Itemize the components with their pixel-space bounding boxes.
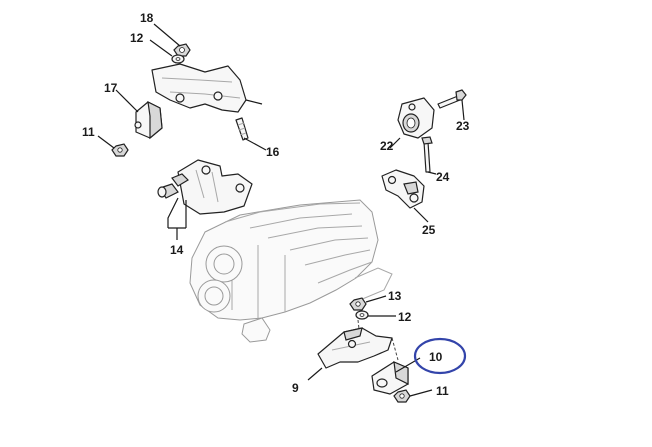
callout-11-bottom: 11	[436, 384, 449, 398]
washer-12-bottom	[355, 310, 369, 320]
callout-16: 16	[266, 145, 280, 159]
callout-9: 9	[292, 381, 299, 395]
callout-11-top: 11	[82, 125, 95, 139]
stud-16	[235, 117, 249, 141]
nut-18	[173, 43, 191, 57]
engine-block-outline	[189, 199, 393, 343]
rubber-mount-17	[134, 100, 163, 140]
callout-12-top: 12	[130, 31, 144, 45]
callout-18: 18	[140, 11, 154, 25]
nut-11-bottom	[393, 389, 411, 403]
bolt-24	[421, 136, 433, 173]
callout-24: 24	[436, 170, 450, 184]
callout-22: 22	[380, 139, 394, 153]
callout-12-bottom: 12	[398, 310, 412, 324]
highlight-circle	[413, 337, 467, 375]
callout-25: 25	[422, 223, 436, 237]
right-mount-22	[397, 97, 435, 139]
washer-12-top	[171, 54, 185, 64]
callout-10: 10	[429, 350, 443, 364]
callout-14: 14	[170, 243, 184, 257]
callout-13: 13	[388, 289, 402, 303]
bracket-25	[381, 169, 425, 209]
callout-labels: 18 12 17 11 16 14 22 23 24 25 13 12 10 9…	[82, 11, 470, 398]
nut-13	[349, 297, 367, 311]
mid-bracket-14	[157, 159, 253, 215]
lower-bracket-9	[317, 327, 393, 369]
callout-17: 17	[104, 81, 118, 95]
rubber-mount-10	[371, 361, 409, 395]
nut-11-top	[111, 143, 129, 157]
callout-23: 23	[456, 119, 470, 133]
bolt-23	[437, 89, 467, 109]
upper-mount-bracket	[151, 63, 263, 113]
